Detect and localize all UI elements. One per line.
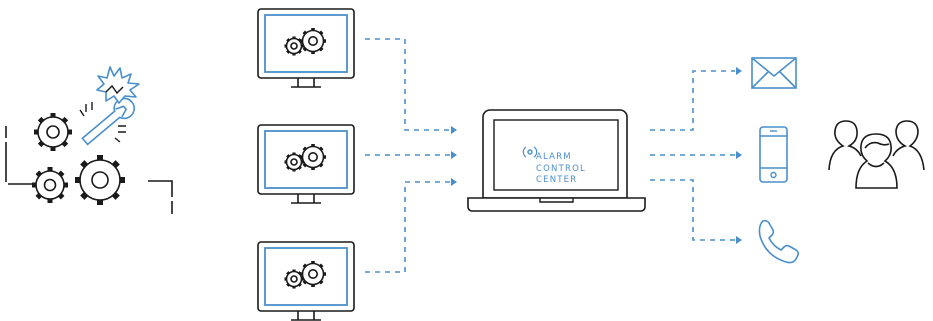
broken-machinery-icon — [5, 66, 173, 214]
label-line-2: CONTROL — [536, 163, 586, 174]
monitor-connectors — [365, 38, 450, 273]
label-line-1: ALARM — [536, 152, 572, 162]
laptop-icon — [467, 109, 646, 212]
output-connectors — [650, 70, 735, 241]
monitor-gears-icon-3 — [258, 242, 354, 320]
smartphone-icon — [759, 126, 788, 183]
alarm-control-center-label: ALARM CONTROL CENTER — [536, 152, 586, 187]
arrow-icon — [736, 67, 742, 75]
arrow-icon — [451, 126, 457, 134]
arrow-icon — [736, 151, 742, 159]
arrow-icon — [451, 151, 457, 159]
people-group-icon — [828, 120, 925, 189]
label-line-3: CENTER — [536, 175, 578, 185]
monitor-gears-icon-1 — [258, 9, 354, 87]
arrow-icon — [736, 236, 742, 244]
phone-handset-icon — [758, 219, 800, 264]
arrow-icon — [451, 178, 457, 186]
monitor-gears-icon-2 — [258, 125, 354, 203]
envelope-icon — [751, 57, 797, 89]
